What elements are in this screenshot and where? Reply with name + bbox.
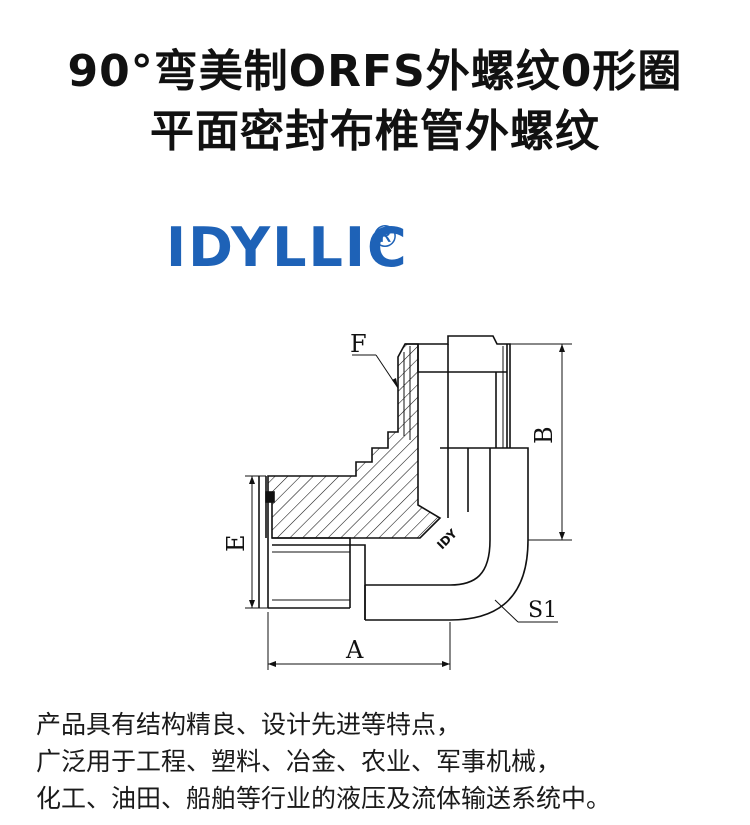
description-line-1: 产品具有结构精良、设计先进等特点， bbox=[36, 710, 462, 739]
description-line-2: 广泛用于工程、塑料、冶金、农业、军事机械， bbox=[36, 747, 562, 776]
fitting-outline bbox=[258, 335, 529, 621]
dimension-label-a: A bbox=[345, 636, 364, 664]
dimension-label-f: F bbox=[350, 330, 367, 358]
description-line-3: 化工、油田、船舶等行业的液压及流体输送系统中。 bbox=[36, 784, 612, 813]
registered-mark-icon: ® bbox=[370, 220, 400, 255]
dimension-arrows bbox=[249, 344, 565, 667]
page-title-line-1: 90°弯美制ORFS外螺纹0形圈 bbox=[67, 46, 683, 97]
page-title-line-2: 平面密封布椎管外螺纹 bbox=[150, 106, 600, 157]
dimension-label-b: B bbox=[530, 426, 558, 444]
dimension-lines bbox=[245, 343, 572, 670]
dimension-label-e: E bbox=[222, 534, 250, 552]
dimension-label-s1: S1 bbox=[528, 598, 557, 623]
section-hatch bbox=[267, 343, 442, 539]
brand-logo: IDYLLIC bbox=[166, 216, 409, 279]
o-ring-mark bbox=[265, 491, 275, 503]
brand-mark-on-fitting: IDY bbox=[434, 526, 460, 552]
